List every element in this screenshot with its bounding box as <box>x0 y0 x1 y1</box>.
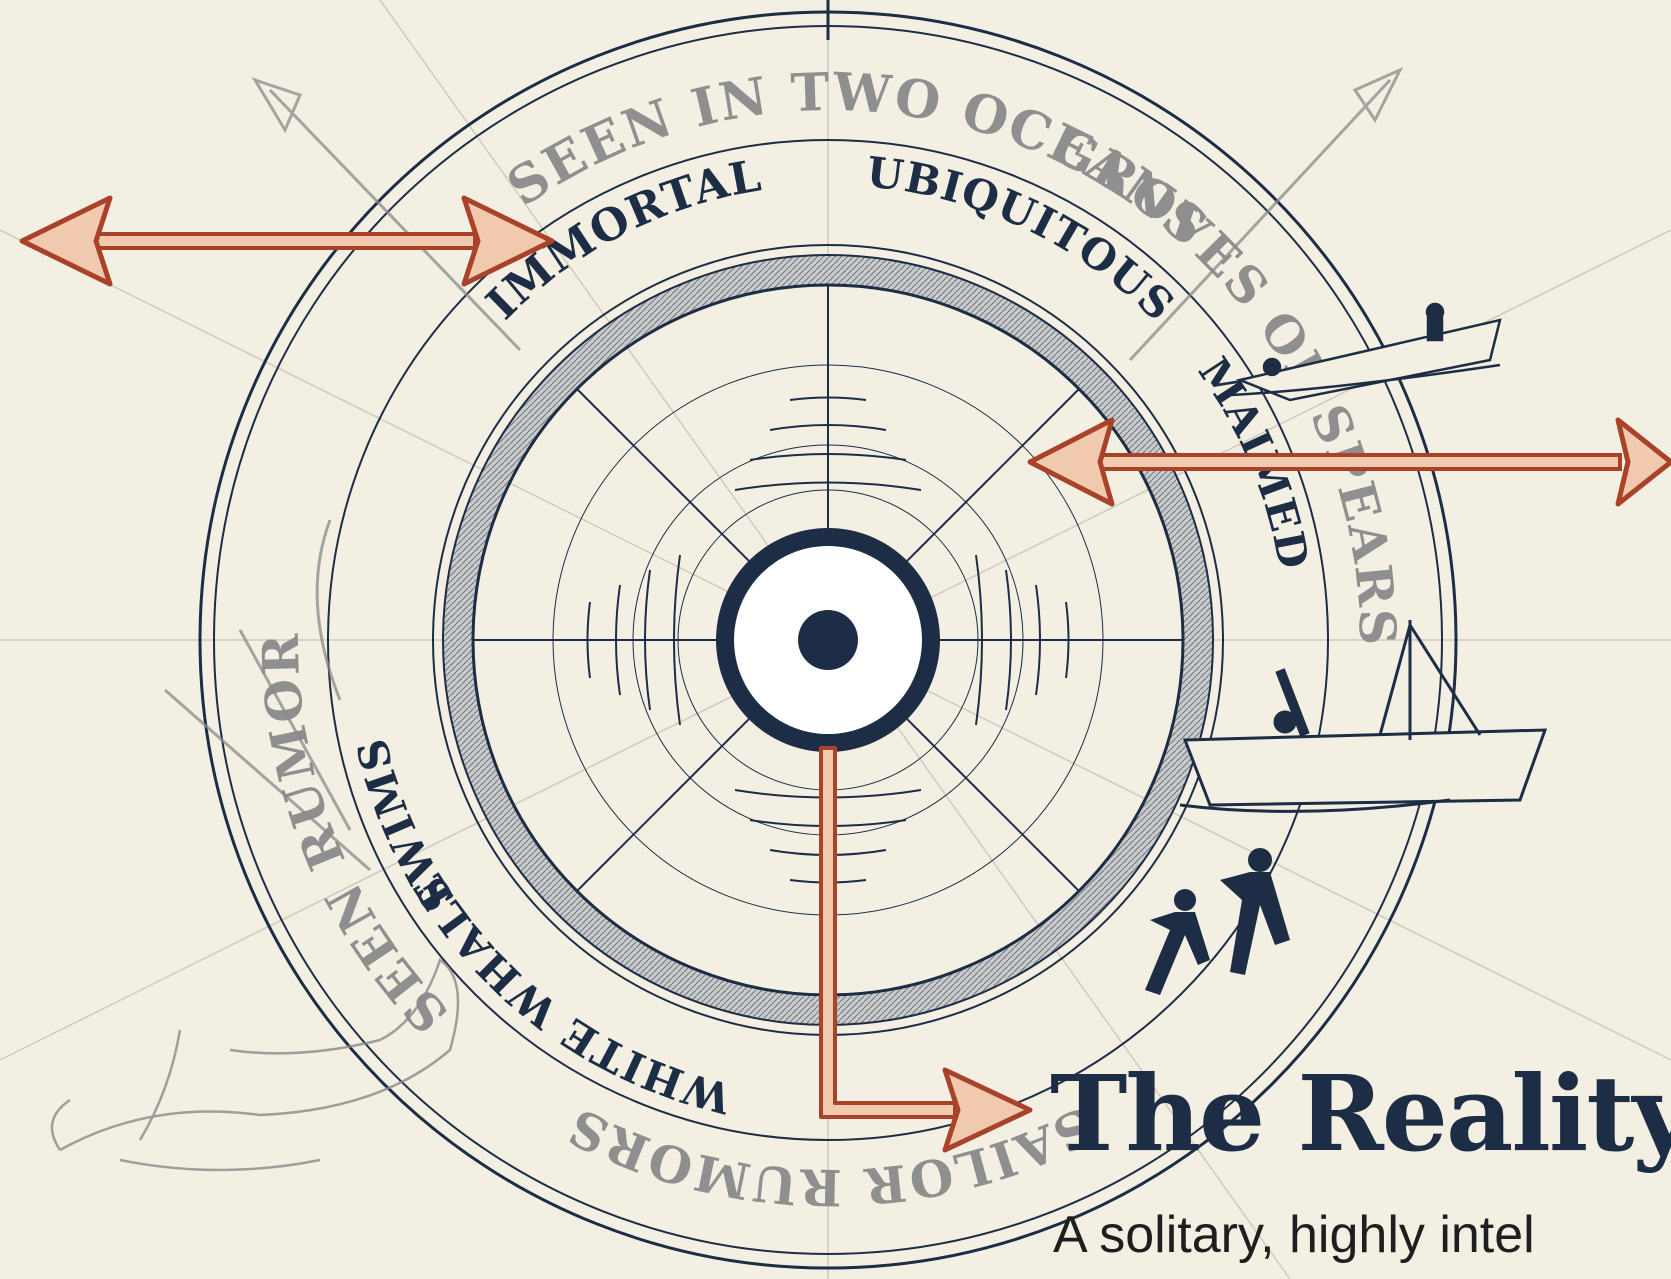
reality-heading: The Reality <box>1050 1052 1671 1175</box>
sailboat-icon <box>1180 620 1545 811</box>
center-target <box>716 528 940 752</box>
arrow-left-top <box>22 198 552 284</box>
reality-description: A solitary, highly intel <box>1053 1205 1535 1265</box>
figures-icon <box>1145 848 1290 995</box>
outer-ring-text-left: SEEN RUMORS <box>0 0 459 1044</box>
